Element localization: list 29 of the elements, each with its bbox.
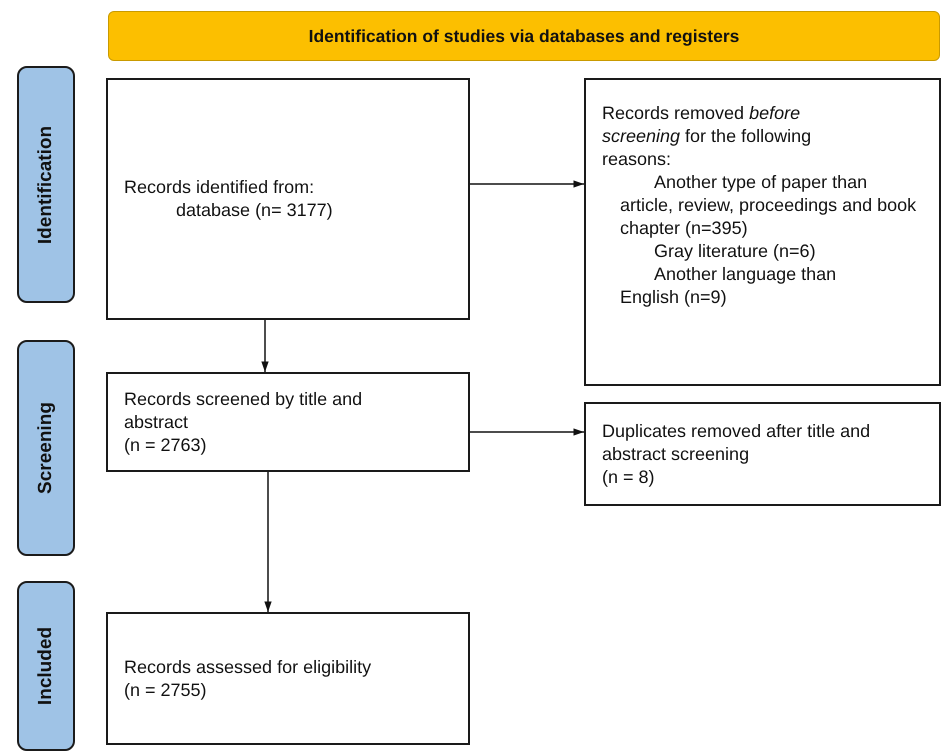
count-text: (n = 2755) [124, 678, 208, 702]
count-text: Another type of paper than article, review, proceedings and book chapter (n=395) [620, 171, 918, 240]
phase-label: Included [35, 626, 57, 706]
process-box [584, 78, 941, 386]
box-text: Records assessed for eligibility [124, 656, 372, 678]
process-box [584, 402, 941, 506]
box-text: Records removed before screening for the following reasons: [602, 102, 812, 171]
phase-label-bar [17, 581, 75, 751]
phase-label: Identification [35, 125, 57, 244]
process-box [106, 372, 470, 472]
count-text: Another language than English (n=9) [620, 263, 838, 309]
section-banner [108, 11, 940, 61]
process-box [106, 78, 470, 320]
count-text: database (n= 3177) [175, 199, 334, 222]
arrow [470, 180, 584, 188]
arrow [261, 320, 269, 372]
count-text: (n = 8) [602, 466, 656, 488]
phase-label: Screening [35, 402, 57, 494]
banner-title: Identification of studies via databases and registers [308, 26, 740, 46]
box-text: Records identified from: [124, 176, 316, 199]
arrow [264, 472, 272, 612]
phase-label-bar [17, 66, 75, 303]
count-text: (n = 2763) [124, 434, 208, 456]
arrow [470, 428, 584, 436]
process-box [106, 612, 470, 745]
box-text: Records screened by title and abstract [124, 388, 364, 434]
phase-label-bar [17, 340, 75, 556]
box-text: Duplicates removed after title and abstract screening [602, 420, 872, 466]
count-text: Gray literature (n=6) [653, 240, 817, 263]
